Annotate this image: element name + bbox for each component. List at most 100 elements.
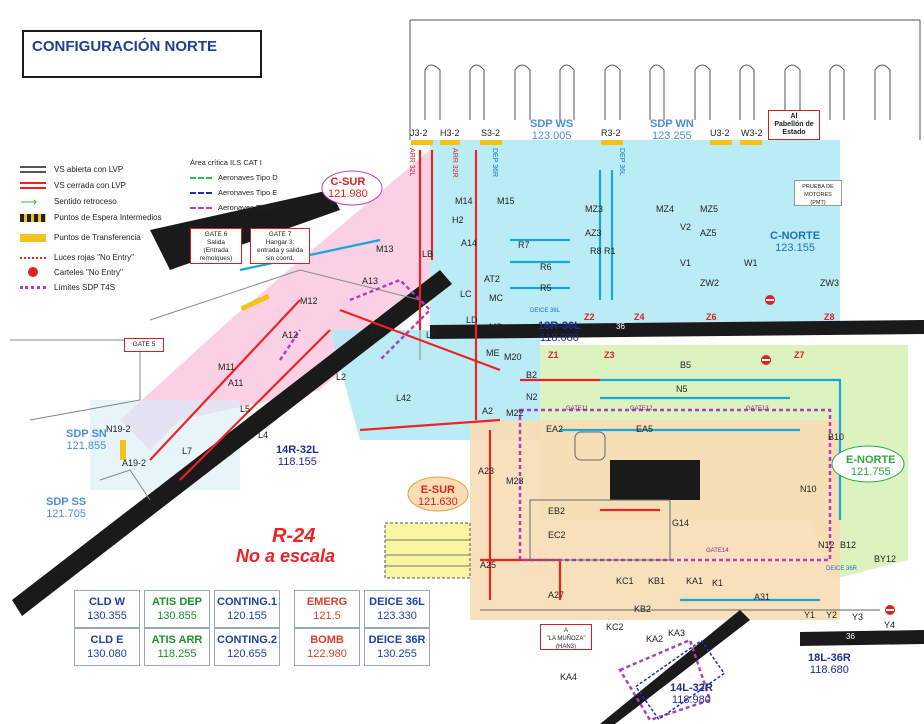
hold-point-label: J3-2 bbox=[410, 128, 428, 138]
sector-freq: 123.005 bbox=[531, 130, 572, 142]
critical-area-legend: Área crítica ILS CAT I Aeronaves Tipo D … bbox=[190, 158, 306, 222]
legend-label: Límites SDP T4S bbox=[54, 283, 116, 292]
taxiway-label: A13 bbox=[362, 276, 379, 286]
taxiway-label: N2 bbox=[526, 392, 538, 402]
arr-32r-label: ARR 32R bbox=[451, 148, 458, 178]
taxiway-label: KA3 bbox=[668, 628, 686, 638]
no-entry-signs bbox=[761, 295, 895, 615]
taxiway-label: L5 bbox=[240, 404, 251, 414]
freq-value: 120.655 bbox=[227, 648, 267, 660]
legend-label: Puntos de Espera Intermedios bbox=[54, 213, 162, 222]
taxiway-label: R7 bbox=[518, 240, 530, 250]
taxiway-label: ZW2 bbox=[700, 278, 719, 288]
runway-36-marker: 36 bbox=[616, 322, 625, 331]
sector-name: E-SUR bbox=[420, 484, 455, 496]
taxiway-label: KC1 bbox=[616, 576, 634, 586]
legend-label: Carteles "No Entry" bbox=[54, 267, 123, 277]
deice-36l-label: DEICE 36L bbox=[530, 308, 561, 314]
freq-value: 118.255 bbox=[157, 648, 197, 660]
taxiway-label: N19-2 bbox=[106, 424, 131, 434]
taxiway-label: M12 bbox=[300, 296, 318, 306]
no-entry-icon bbox=[28, 267, 38, 277]
freq-value: 121.5 bbox=[313, 610, 341, 622]
taxiway-label: A2 bbox=[482, 406, 494, 416]
taxiway-label: B2 bbox=[526, 370, 538, 380]
hold-point-label: R3-2 bbox=[601, 128, 621, 138]
taxiway-label: N10 bbox=[800, 484, 817, 494]
sdp-limit-icon bbox=[20, 286, 46, 289]
hold-point-label: W3-2 bbox=[741, 128, 763, 138]
taxiway-label: A11 bbox=[228, 378, 244, 388]
taxiway-label: MZ3 bbox=[585, 204, 603, 214]
freq-name: BOMB bbox=[310, 634, 344, 646]
taxiway-label: M14 bbox=[455, 196, 473, 206]
taxiway-label: A25 bbox=[480, 560, 497, 570]
runway-name: 14R-32L bbox=[276, 444, 319, 456]
deice-36r-label: DEICE 36R bbox=[826, 566, 858, 572]
runway-freq: 118.680 bbox=[809, 664, 849, 676]
sector-freq: 121.755 bbox=[850, 466, 891, 478]
taxiway-label: A12 bbox=[282, 330, 299, 340]
taxiway-label: AT2 bbox=[484, 274, 500, 284]
engine-test-box: PRUEBA DE MOTORES (PMT) bbox=[794, 180, 842, 206]
runway-freq: 118.980 bbox=[671, 694, 711, 706]
dep-36l-label: DEP 36L bbox=[618, 148, 625, 176]
legend-label: VS cerrada con LVP bbox=[54, 181, 126, 190]
taxiway-label: M15 bbox=[497, 196, 515, 206]
taxiway-label: B12 bbox=[840, 540, 857, 550]
r24-title: R-24 bbox=[272, 525, 316, 547]
sector-freq: 121.980 bbox=[328, 188, 368, 200]
zone-label: Z6 bbox=[706, 312, 717, 322]
taxiway-label: R1 bbox=[604, 246, 616, 256]
taxiway-label: B5 bbox=[680, 360, 692, 370]
sector-freq: 121.855 bbox=[66, 440, 107, 452]
taxiway-label: H2 bbox=[452, 215, 464, 225]
taxiway-label: A23 bbox=[478, 466, 495, 476]
closed-taxiways bbox=[149, 150, 660, 600]
runway-14r-32l bbox=[12, 270, 452, 616]
taxiway-label: L3 bbox=[370, 326, 381, 336]
taxiway-label: KA1 bbox=[686, 576, 704, 586]
transfer-points bbox=[120, 140, 762, 460]
legend-item: Límites SDP T4S bbox=[20, 283, 115, 292]
dep-36r-label: DEP 36R bbox=[491, 148, 498, 178]
runway-name: 18L-36R bbox=[808, 652, 851, 664]
gate-label: GATE12 bbox=[630, 406, 653, 412]
sector-name: SDP WS bbox=[530, 118, 574, 130]
taxiway-label: Y4 bbox=[884, 620, 896, 630]
gate5-box: GATE 5 bbox=[124, 338, 164, 352]
legend-item: Luces rojas "No Entry" bbox=[20, 253, 134, 262]
arr-32l-label: ARR 32L bbox=[408, 148, 415, 177]
legend-label: Puntos de Transferencia bbox=[54, 233, 141, 242]
sector-name: SDP SS bbox=[46, 496, 87, 508]
taxiway-label: MC bbox=[489, 293, 503, 303]
taxiway-label: EC2 bbox=[548, 530, 566, 540]
hold-point-label: S3-2 bbox=[481, 128, 501, 138]
runway-freq: 118.080 bbox=[539, 332, 579, 344]
runway-18l-36r-bar bbox=[800, 630, 924, 646]
gate-label: GATE14 bbox=[706, 548, 729, 554]
sector-freq: 123.155 bbox=[775, 242, 815, 254]
sector-c-sur-area bbox=[120, 150, 430, 450]
taxiway-label: R6 bbox=[540, 262, 552, 272]
zone-label: Z2 bbox=[584, 312, 595, 322]
freq-value: 123.330 bbox=[377, 610, 417, 622]
freq-value: 130.855 bbox=[157, 610, 197, 622]
sector-freq: 121.630 bbox=[418, 496, 458, 508]
critical-area-label: Aeronaves Tipo E bbox=[218, 188, 278, 197]
taxiway-label: N12 bbox=[818, 540, 835, 550]
transfer-point-icon bbox=[20, 233, 46, 242]
sector-name: C-SUR bbox=[330, 176, 366, 188]
taxiway-label: KA4 bbox=[560, 672, 578, 682]
taxiway-label: BY12 bbox=[874, 554, 897, 564]
taxiway-label: M20 bbox=[504, 352, 522, 362]
taxiway-label: L7 bbox=[182, 446, 193, 456]
critical-area-label: Aeronaves Tipo D bbox=[218, 173, 278, 182]
